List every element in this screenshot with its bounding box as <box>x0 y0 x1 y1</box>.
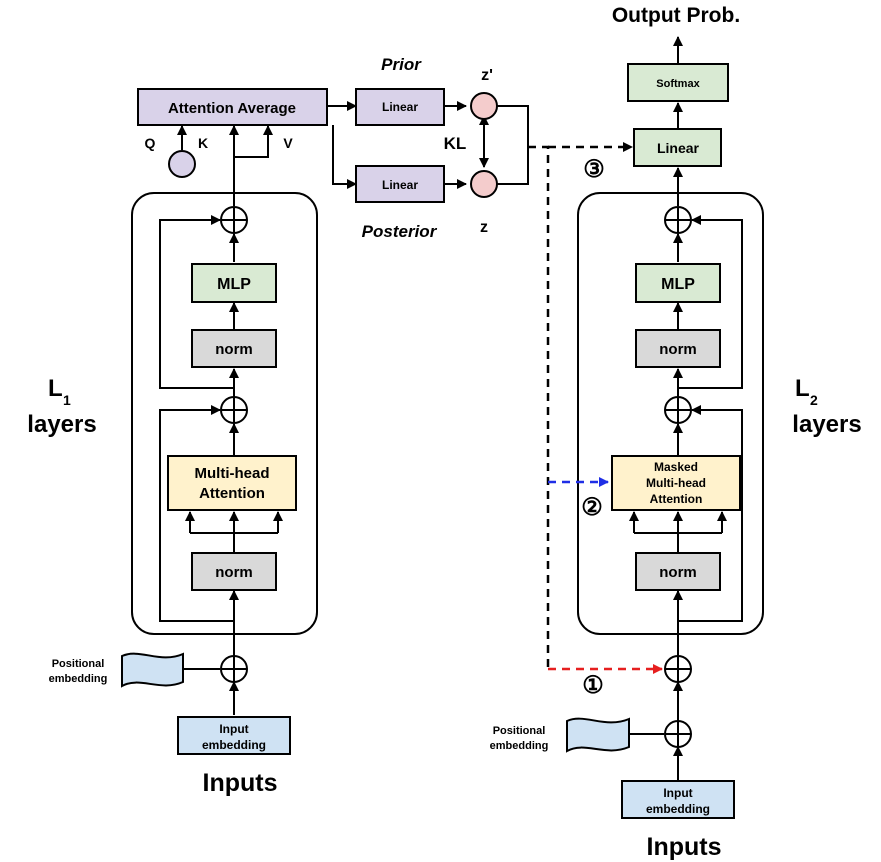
posterior-linear-box <box>355 165 445 203</box>
right-plus-top <box>664 206 692 234</box>
right-mlp-box <box>635 263 721 303</box>
left-input-embedding-box <box>177 716 291 755</box>
z-prime-node <box>470 92 498 120</box>
right-pos-line1: Positional <box>493 725 546 737</box>
left-mha-line2: Attention <box>199 485 265 502</box>
right-masked-line2: Multi-head <box>646 476 706 490</box>
softmax-label: Softmax <box>656 78 700 90</box>
output-prob-label: Output Prob. <box>612 4 740 27</box>
posterior-linear-label: Linear <box>382 178 418 192</box>
right-linear-label: Linear <box>657 140 700 156</box>
left-layers-sub: 1 <box>63 392 71 408</box>
left-norm-bottom-label: norm <box>215 564 253 581</box>
left-pos-line1: Positional <box>52 658 105 670</box>
left-plus-top <box>220 206 248 234</box>
left-norm-top-box <box>191 329 277 368</box>
left-norm-bottom-box <box>191 552 277 591</box>
right-input-line2: embedding <box>646 802 710 816</box>
prior-label: Prior <box>381 55 422 74</box>
v-label: V <box>283 135 293 151</box>
right-plus-middle <box>664 396 692 424</box>
right-inputs-label: Inputs <box>647 833 722 861</box>
left-layers-word: layers <box>27 411 96 438</box>
kl-label: KL <box>444 134 467 153</box>
right-linear-box <box>633 128 722 167</box>
right-masked-line1: Masked <box>654 460 698 474</box>
step-3-marker: ③ <box>583 156 605 183</box>
z-node <box>470 170 498 198</box>
right-input-line1: Input <box>663 786 692 800</box>
right-pos-line2: embedding <box>490 740 549 752</box>
right-layers-sub: 2 <box>810 392 818 408</box>
right-norm-top-box <box>635 329 721 368</box>
right-norm-top-label: norm <box>659 341 697 358</box>
right-masked-line3: Attention <box>650 492 703 506</box>
left-plus-middle <box>220 396 248 424</box>
attention-average-box <box>137 88 328 126</box>
qk-node <box>168 150 196 178</box>
left-mha-line1: Multi-head <box>195 465 270 482</box>
softmax-box <box>627 63 729 102</box>
right-norm-bottom-box <box>635 552 721 591</box>
left-positional-embedding-shape <box>121 652 184 688</box>
right-layers-word: layers <box>792 411 861 438</box>
left-mlp-box <box>191 263 277 303</box>
posterior-label: Posterior <box>362 222 438 241</box>
right-mlp-label: MLP <box>661 276 695 293</box>
attention-average-label: Attention Average <box>168 100 296 117</box>
step-1-marker: ① <box>582 672 604 699</box>
prior-linear-label: Linear <box>382 100 418 114</box>
z-prime-label: z' <box>481 67 493 84</box>
k-label: K <box>198 135 208 151</box>
left-input-line2: embedding <box>202 738 266 752</box>
q-label: Q <box>145 135 156 151</box>
right-masked-mha-box <box>611 455 741 511</box>
right-norm-bottom-label: norm <box>659 564 697 581</box>
left-layers-container <box>131 192 318 635</box>
prior-linear-box <box>355 88 445 126</box>
left-pos-line2: embedding <box>49 673 108 685</box>
left-input-line1: Input <box>219 722 248 736</box>
left-norm-top-label: norm <box>215 341 253 358</box>
z-label: z <box>480 219 488 236</box>
right-plus-z <box>664 655 692 683</box>
right-layers-container <box>577 192 764 635</box>
right-input-embedding-box <box>621 780 735 819</box>
left-plus-bottom <box>220 655 248 683</box>
left-mha-box <box>167 455 297 511</box>
step-2-marker: ② <box>581 494 603 521</box>
right-positional-embedding-shape <box>566 717 630 753</box>
left-mlp-label: MLP <box>217 276 251 293</box>
left-layers-l: L <box>48 375 63 402</box>
left-inputs-label: Inputs <box>203 769 278 797</box>
right-layers-l: L <box>795 375 810 402</box>
right-plus-positional <box>664 720 692 748</box>
